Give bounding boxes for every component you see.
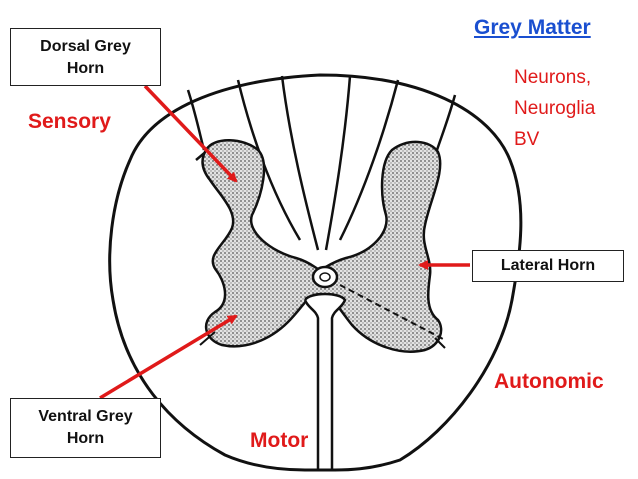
- component-neurons: Neurons,: [514, 67, 592, 88]
- lateral-horn-label: Lateral Horn: [472, 250, 624, 282]
- ventral-grey-horn-line1: Ventral Grey: [38, 408, 133, 425]
- motor-label: Motor: [250, 429, 309, 452]
- ventral-horn-arrow: [99, 314, 238, 400]
- sensory-label: Sensory: [28, 110, 111, 133]
- component-list: Neurons, Neuroglia BV: [514, 62, 595, 155]
- dorsal-grey-horn-line2: Horn: [66, 60, 105, 77]
- dorsal-grey-horn-label: Dorsal Grey Horn: [10, 28, 161, 86]
- lateral-horn-text: Lateral Horn: [500, 257, 596, 274]
- ventral-grey-horn-line2: Horn: [66, 430, 105, 447]
- page-title: Grey Matter: [474, 16, 591, 39]
- pointer-arrows: [99, 84, 470, 400]
- ventral-median-fissure: [303, 292, 347, 470]
- component-bv: BV: [514, 129, 540, 150]
- component-neuroglia: Neuroglia: [514, 98, 596, 119]
- dorsal-grey-horn-line1: Dorsal Grey: [40, 38, 131, 55]
- ventral-grey-horn-label: Ventral Grey Horn: [10, 398, 161, 458]
- grey-matter: [201, 139, 443, 353]
- autonomic-label: Autonomic: [494, 370, 604, 393]
- dorsal-horn-arrow: [143, 84, 238, 183]
